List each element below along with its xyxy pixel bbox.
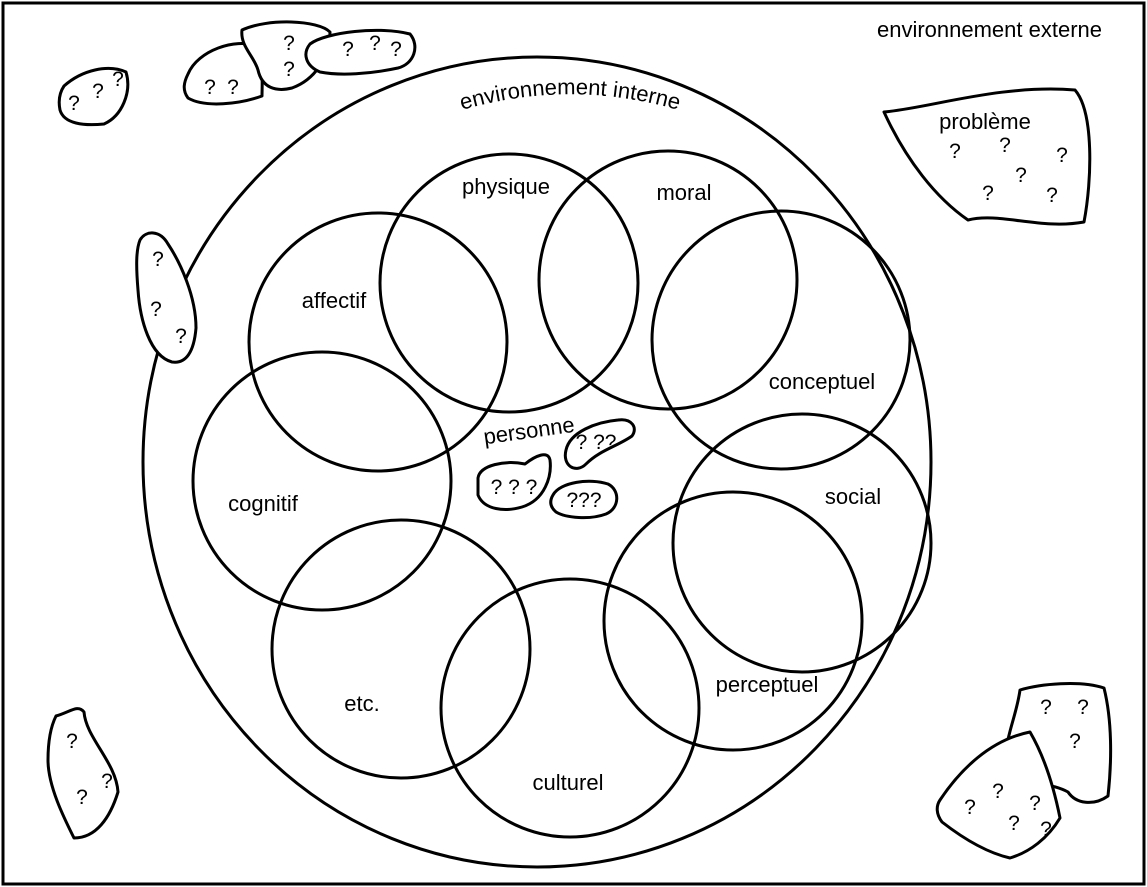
question-mark: ? [101,770,113,793]
question-mark: ? [369,32,381,55]
label-physique: physique [462,174,550,199]
label-etc: etc. [344,691,379,716]
question-mark: ? [68,92,80,115]
unknown-blob [240,20,332,91]
question-mark: ? [1040,818,1052,841]
circle-perceptuel [602,490,864,752]
person-question-cluster-text: ? ?? [576,431,617,454]
question-mark: ? [76,786,88,809]
circle-social [671,412,933,674]
question-mark: ? [1056,144,1068,167]
label-social: social [825,484,881,509]
question-mark: ? [949,140,961,163]
question-mark: ? [992,780,1004,803]
person-question-cluster [549,479,619,520]
question-mark: ? [204,76,216,99]
question-mark: ? [283,32,295,55]
question-mark: ? [1029,792,1041,815]
unknown-blob [304,28,417,76]
problem-question-marks: ? ? ? ? ? ? [949,134,1068,207]
external-environment-label: environnement externe [877,17,1102,42]
person-question-cluster [563,418,636,470]
circle-affectif [247,211,509,473]
question-mark: ? [1077,696,1089,719]
question-mark: ? [982,182,994,205]
unknown-blob [46,707,120,840]
circle-conceptuel [650,209,912,471]
question-mark: ? [152,248,164,271]
person-question-cluster-text: ? ? ? [491,476,538,499]
internal-environment-label: environnement interne [457,74,684,115]
question-mark: ? [1046,184,1058,207]
unknown-blob [57,67,130,127]
circle-physique [378,152,640,414]
question-mark: ? [112,68,124,91]
internal-environment-circle [141,55,933,869]
circle-etc [270,518,532,780]
question-mark: ? [227,76,239,99]
unknown-blob [935,730,1062,860]
label-affectif: affectif [302,288,367,313]
question-mark: ? [150,298,162,321]
circle-moral [537,149,799,411]
label-moral: moral [656,180,711,205]
question-mark: ? [283,58,295,81]
unknown-blob [182,42,264,106]
unknown-blob [135,231,198,364]
question-mark: ? [964,796,976,819]
question-mark: ? [1015,164,1027,187]
person-question-cluster [476,453,552,511]
question-mark: ? [92,80,104,103]
circle-culturel [439,577,701,839]
label-cognitif: cognitif [228,491,299,516]
person-question-cluster-text: ??? [566,489,601,512]
question-mark: ? [390,38,402,61]
question-mark: ? [999,134,1011,157]
person-label: personne [482,412,576,450]
question-mark: ? [1040,696,1052,719]
question-mark: ? [175,325,187,348]
question-mark: ? [342,38,354,61]
label-culturel: culturel [533,770,604,795]
label-perceptuel: perceptuel [716,672,819,697]
problem-label: problème [939,109,1031,134]
label-conceptuel: conceptuel [769,369,875,394]
circle-cognitif [191,350,453,612]
question-mark: ? [66,730,78,753]
question-mark: ? [1008,812,1020,835]
problem-area [882,87,1092,226]
question-mark: ? [1069,730,1081,753]
